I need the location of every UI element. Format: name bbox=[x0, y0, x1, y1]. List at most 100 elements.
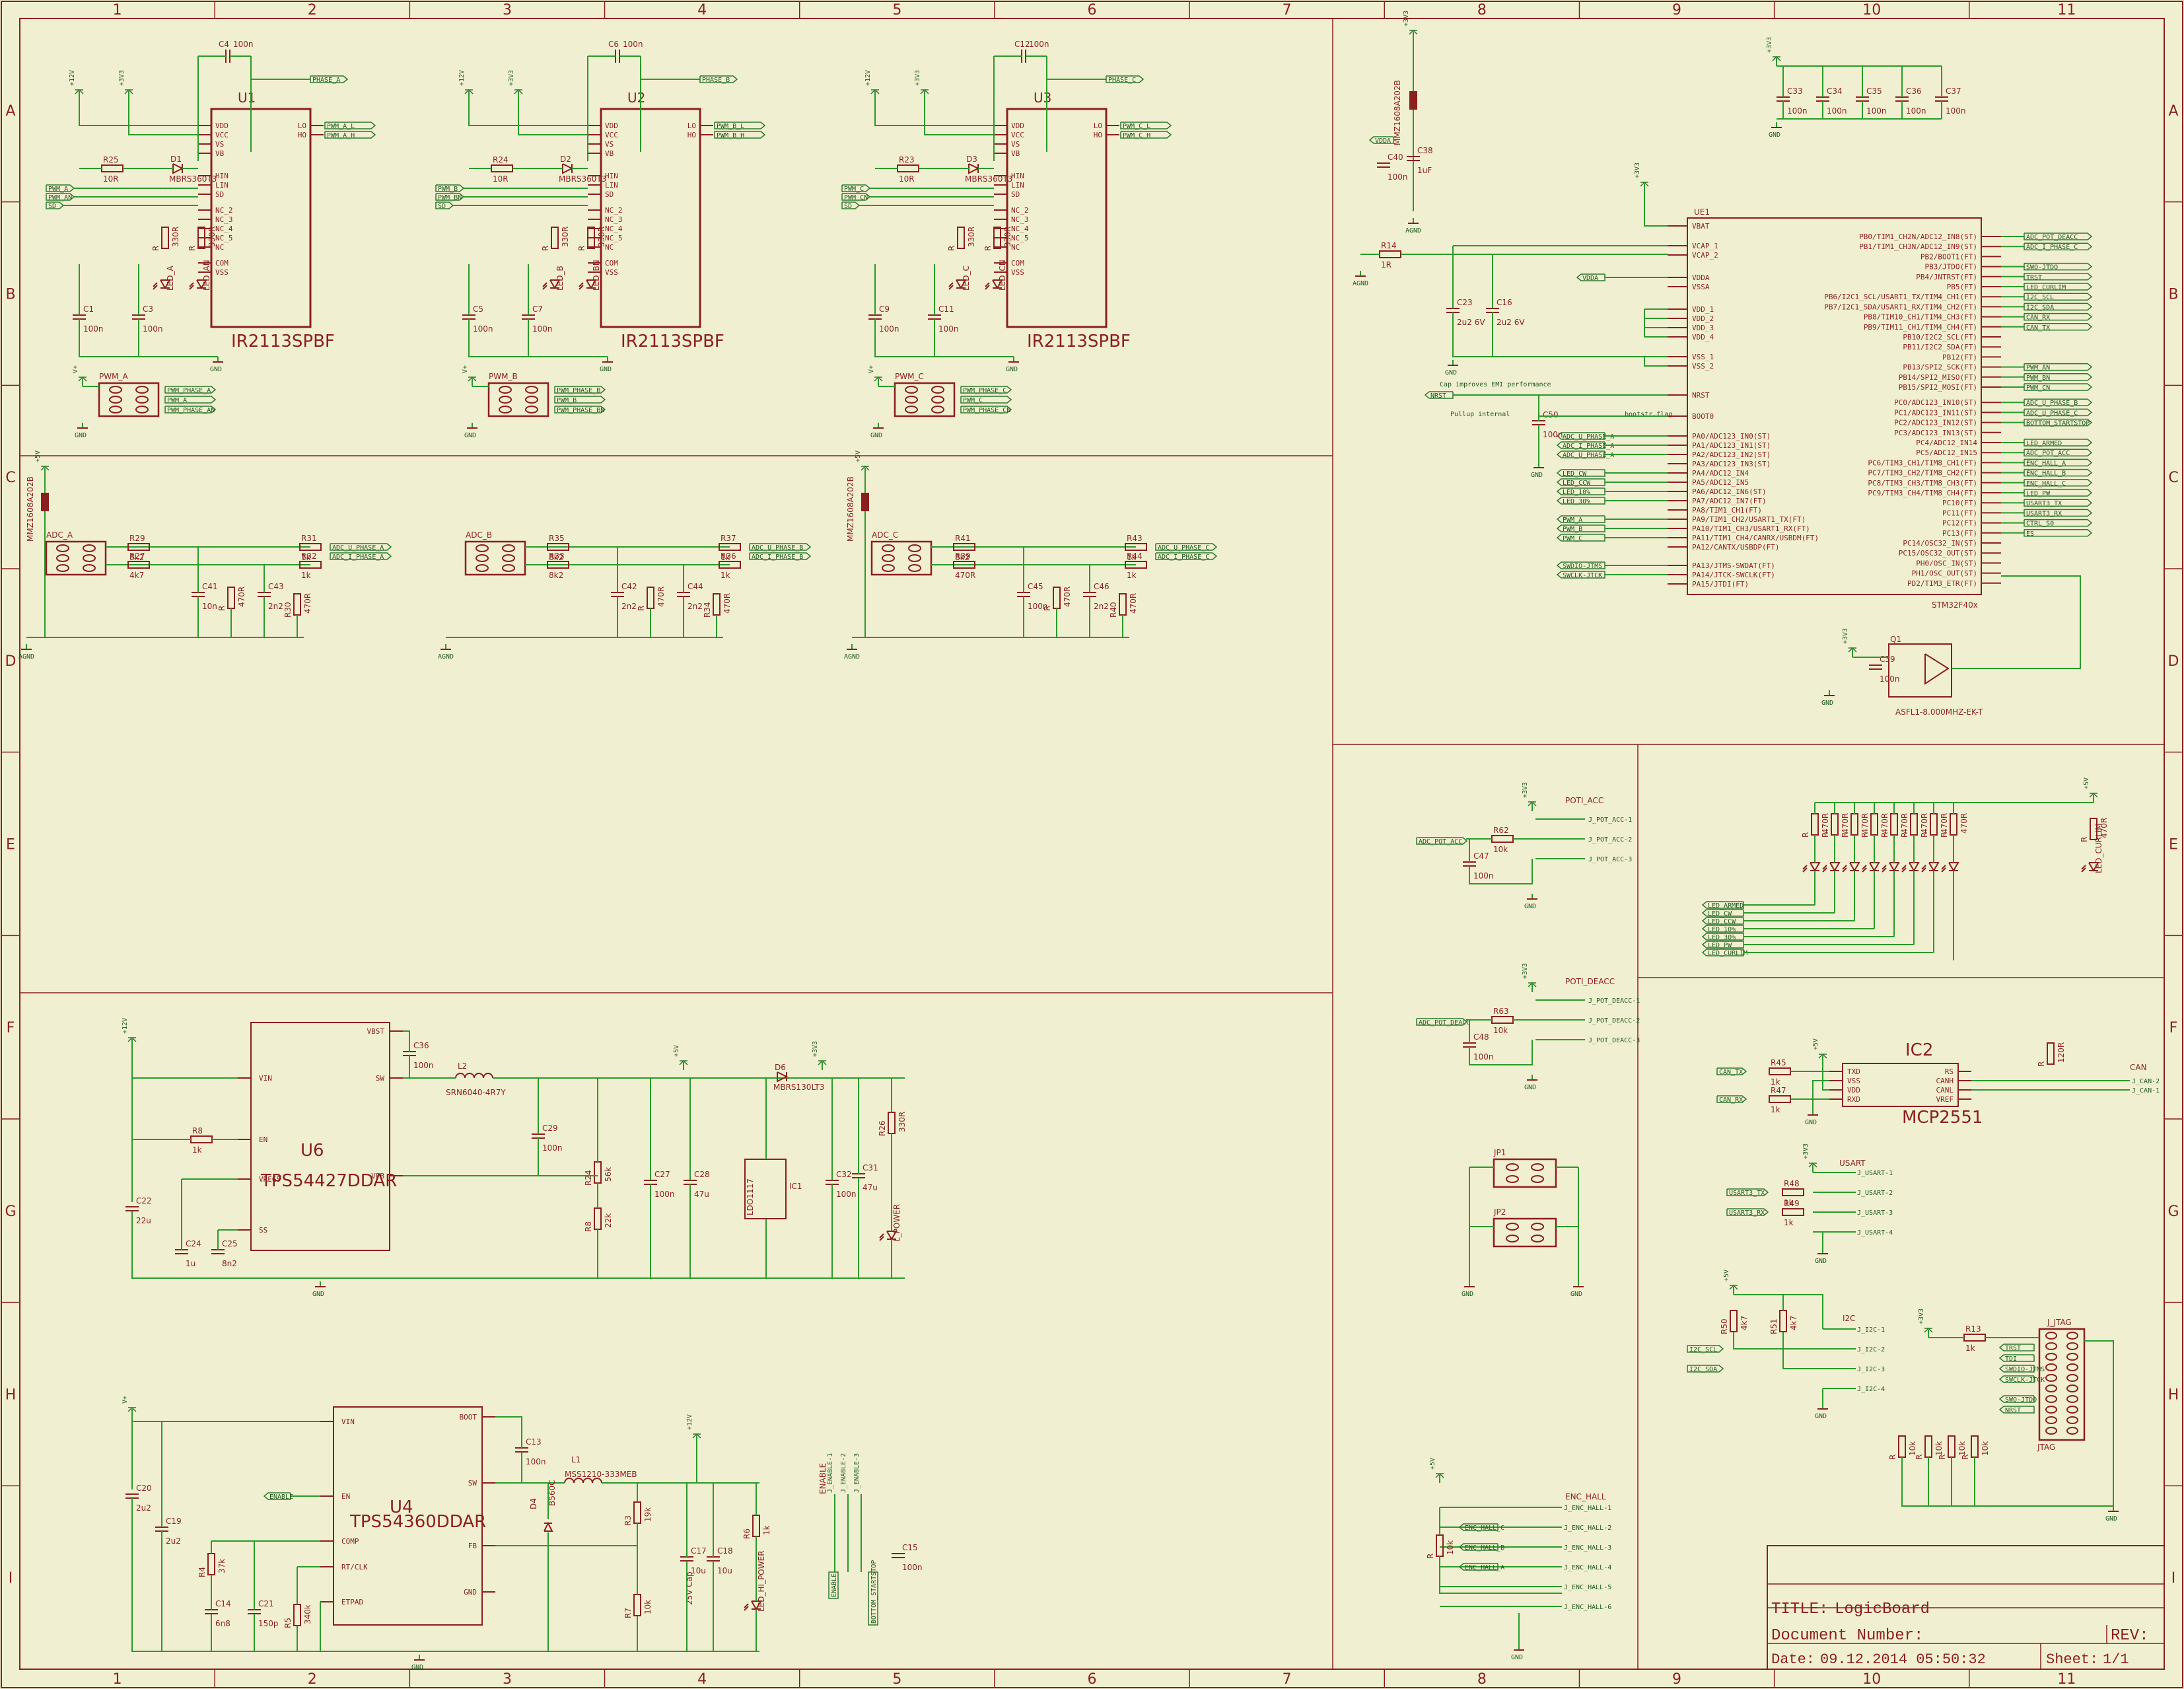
resistor-value: 1k bbox=[1127, 553, 1137, 562]
led-arrow bbox=[1842, 865, 1847, 870]
inductor-value: MSS1210-333MEB bbox=[565, 1470, 637, 1479]
net-flag bbox=[1576, 273, 1605, 281]
net-flag bbox=[2024, 468, 2093, 477]
resistor bbox=[1898, 1435, 1906, 1458]
led-arrow bbox=[1882, 865, 1887, 870]
net-flag bbox=[1716, 1067, 1747, 1075]
inductor-coil bbox=[464, 1073, 475, 1079]
chip-ref: U6 bbox=[300, 1141, 324, 1161]
resistor bbox=[1769, 1067, 1791, 1075]
wire bbox=[874, 319, 1014, 357]
net-label: PWM_PHASE_CN bbox=[963, 407, 1010, 414]
net-flag bbox=[2024, 499, 2093, 507]
led-arrow bbox=[542, 285, 547, 290]
capacitor-ref: C34 bbox=[1827, 87, 1843, 96]
net-label: PWM_AN bbox=[2026, 365, 2050, 372]
rev-label: REV: bbox=[2111, 1627, 2149, 1645]
capacitor-ref: C40 bbox=[1388, 153, 1403, 162]
connector-title: POTI_ACC bbox=[1565, 796, 1603, 805]
header-pin bbox=[2045, 1395, 2057, 1403]
enable-net: ENABLE bbox=[831, 1573, 838, 1597]
connector-pin: J_POT_ACC-1 bbox=[1588, 816, 1632, 824]
resistor-ref: R bbox=[1426, 1554, 1435, 1559]
header-pin bbox=[2066, 1353, 2078, 1361]
ground-label: AGND bbox=[1405, 227, 1421, 234]
capacitor-value: 100n bbox=[902, 1563, 923, 1572]
mcu-note: bootstr.flag bbox=[1625, 411, 1672, 418]
supply-label: +12V bbox=[69, 70, 76, 86]
net-label: LED_10% bbox=[1563, 489, 1590, 496]
supply-label: +3V3 bbox=[1766, 37, 1773, 53]
connector-title: ENC_HALL bbox=[1565, 1492, 1606, 1501]
header-pin bbox=[83, 564, 96, 572]
zone-col-label: 4 bbox=[697, 1671, 707, 1688]
zone-col-label: 8 bbox=[1477, 1671, 1487, 1688]
net-flag bbox=[1556, 487, 1605, 495]
capacitor-ref: C32 bbox=[836, 1170, 852, 1179]
net-label: USART3_RX bbox=[2026, 510, 2062, 517]
resistor bbox=[594, 1161, 602, 1184]
net-label: CTRL_S0 bbox=[2026, 521, 2054, 528]
led-arrow bbox=[189, 282, 194, 287]
led-body bbox=[160, 279, 171, 289]
connector-pin: J_USART-4 bbox=[1857, 1229, 1893, 1237]
pin-name: PD2/TIM3_ETR(FT) bbox=[1907, 579, 1977, 588]
ground-label: GND bbox=[210, 366, 222, 373]
header-pin bbox=[882, 554, 895, 562]
led-body bbox=[1948, 862, 1959, 872]
pin-name: VCC bbox=[215, 131, 229, 139]
net-label: PWM_B bbox=[1563, 526, 1582, 533]
supply-label: +3V3 bbox=[1802, 1143, 1810, 1159]
net-label: SWDIO-JTMS bbox=[2005, 1366, 2045, 1373]
enable-pin: J_ENABLE-1 bbox=[827, 1453, 834, 1493]
resistor-value: 10R bbox=[493, 174, 509, 184]
pin-name: NC_5 bbox=[605, 234, 623, 242]
resistor-value: 8k2 bbox=[549, 571, 563, 580]
net-flag bbox=[46, 201, 65, 209]
resistor-value: 1k bbox=[1771, 1105, 1780, 1114]
resistor-ref: R13 bbox=[1965, 1324, 1981, 1334]
net-flag bbox=[2024, 323, 2093, 331]
resistor-ref: R63 bbox=[1493, 1007, 1509, 1016]
supply-label: +5V bbox=[34, 450, 42, 462]
capacitor-value: 6n8 bbox=[215, 1619, 230, 1628]
led-body bbox=[2088, 862, 2099, 872]
pin-name: VBAT bbox=[1692, 222, 1710, 231]
wire bbox=[131, 1498, 759, 1652]
ground-label: GND bbox=[1769, 131, 1780, 139]
pin-name: SD bbox=[215, 190, 224, 199]
resistor bbox=[633, 1594, 641, 1616]
ferrite-label: MMZ1608A202B bbox=[26, 476, 35, 542]
pin-name: LIN bbox=[605, 181, 618, 190]
capacitor-ref: C39 bbox=[1880, 655, 1895, 664]
net-label: ADC_U_PHASE_A bbox=[332, 544, 384, 552]
pin-name: NC_2 bbox=[605, 206, 623, 215]
resistor-ref: R36 bbox=[721, 552, 736, 561]
header-pin bbox=[109, 396, 122, 404]
pin-name: PB11/I2C2_SDA(FT) bbox=[1903, 343, 1977, 351]
zone-col-label: 5 bbox=[892, 1671, 901, 1688]
header-pin bbox=[2045, 1332, 2057, 1340]
net-flag bbox=[1416, 1018, 1468, 1026]
led-body bbox=[956, 279, 967, 289]
pin-name: SD bbox=[1011, 190, 1020, 199]
resistor-value: 10k bbox=[1446, 1540, 1455, 1555]
resistor bbox=[1910, 813, 1918, 836]
diode-ref: D2 bbox=[560, 155, 571, 164]
resistor-ref: R bbox=[2037, 1061, 2046, 1067]
pin-name: HIN bbox=[1011, 172, 1024, 180]
capacitor-value: 100n bbox=[542, 1143, 563, 1153]
net-flag bbox=[2024, 489, 2093, 497]
net-flag bbox=[1556, 524, 1605, 532]
resistor bbox=[1850, 813, 1858, 836]
pin-name: VDD bbox=[605, 122, 618, 130]
pin-name: PA15/JTDI(FT) bbox=[1692, 580, 1749, 589]
connector-pin: J_CAN-1 bbox=[2132, 1087, 2160, 1095]
header-pin bbox=[83, 554, 96, 562]
capacitor-value: 8n2 bbox=[222, 1259, 237, 1268]
wire bbox=[1452, 312, 1668, 357]
jumper-title: JP1 bbox=[1493, 1148, 1506, 1157]
zone-col-label: 10 bbox=[1862, 2, 1881, 18]
net-label: BOTTOM_STARTSTOP bbox=[2026, 420, 2090, 427]
capacitor-value: 100n bbox=[1028, 602, 1048, 611]
